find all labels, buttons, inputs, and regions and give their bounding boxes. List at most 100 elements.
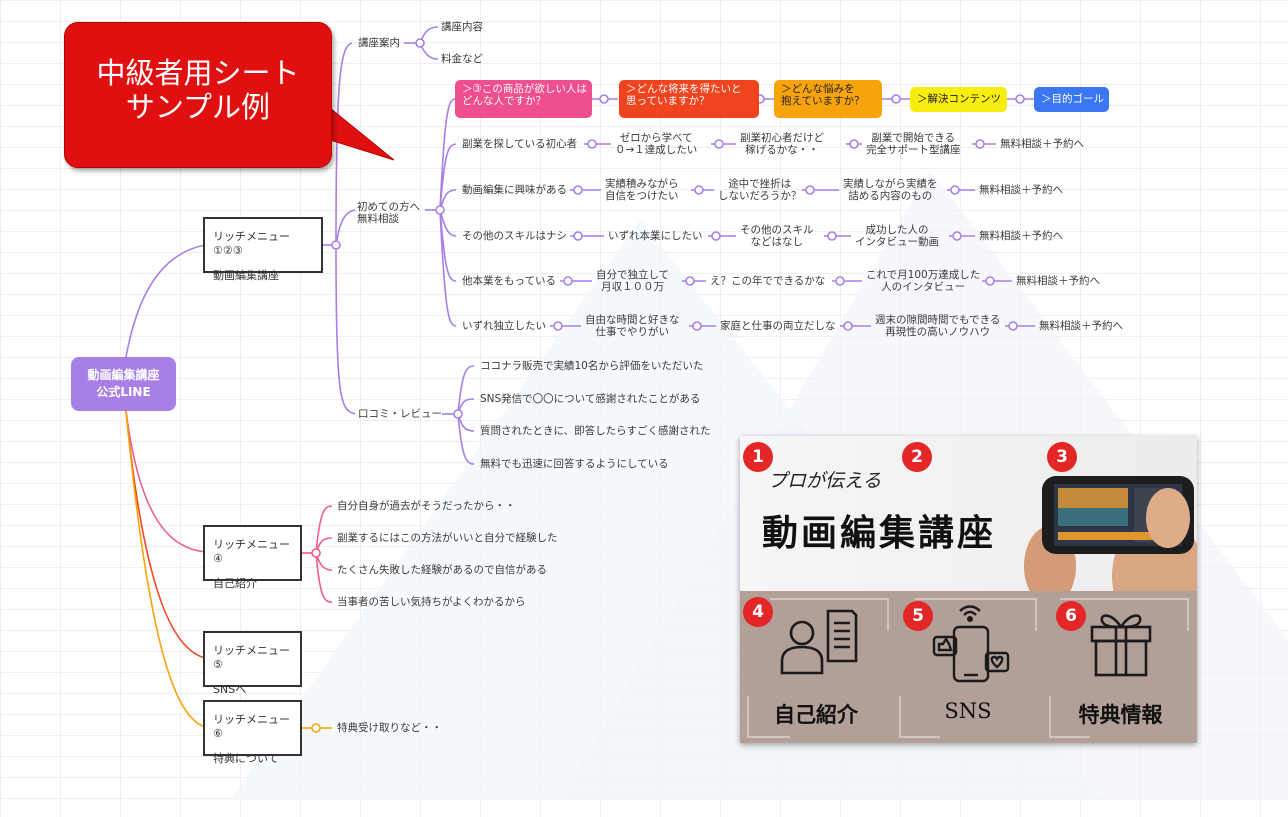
menu-sub: 自己紹介 [213,577,257,590]
row-connector-node [563,276,573,286]
row-2-cell-4[interactable]: 実績しながら実績を 詰める内容のもの [843,178,938,202]
banner-label: SNS [944,699,992,723]
row-1-cell-4[interactable]: 副業で開始できる 完全サポート型講座 [866,132,961,156]
phone-in-hands-icon [1024,476,1197,591]
callout-bubble: 中級者用シート サンプル例 [64,22,332,168]
row-2-cell-3[interactable]: 途中で挫折は しないだろうか？ [718,178,802,202]
review-item[interactable]: SNS発信で〇〇について感謝されたことがある [480,393,701,405]
row-connector-node [685,276,695,286]
row-connector-node [835,276,845,286]
person-document-icon [780,609,858,675]
row-2-cell-1[interactable]: 動画編集に興味がある [462,184,567,196]
row-connector-node [950,185,960,195]
smartphone-social-icon [932,605,1010,683]
course-info-node[interactable]: 講座案内 [358,37,400,49]
row-connector-node [975,139,985,149]
badge-number: 1 [743,442,773,472]
root-line1: 動画編集講座 [87,368,160,382]
header-pill-1[interactable]: ＞③この商品が欲しい人は どんな人ですか？ [455,80,592,118]
row-1-cell-1[interactable]: 副業を探している初心者 [462,138,578,150]
row-5-cell-4[interactable]: 週末の隙間時間でもできる 再現性の高いノウハウ [875,314,1001,338]
callout-line2: サンプル例 [125,90,271,124]
row-connector-node [827,231,837,241]
banner-top-area[interactable]: プロが伝える 動画編集講座 1 2 3 [740,436,1197,591]
banner-label: 特典情報 [1078,702,1163,727]
review-item[interactable]: ココナラ販売で実績10名から評価をいただいた [480,360,704,372]
banner-title: 動画編集講座 [762,512,997,554]
intro-item[interactable]: たくさん失敗した経験があるので自信がある [337,564,547,576]
menu-node-1[interactable]: リッチメニュー①②③ 動画編集講座 [203,217,323,282]
badge-number: 4 [743,597,773,627]
row-3-cell-5[interactable]: 無料相談＋予約へ [979,230,1063,242]
row-3-cell-2[interactable]: いずれ本業にしたい [608,230,703,242]
row-4-cell-3[interactable]: え？この年でできるかな [710,275,826,287]
first-time-node[interactable]: 初めての方へ 無料相談 [357,201,420,225]
menu-title: リッチメニュー①②③ [213,230,290,257]
menu-node-6[interactable]: リッチメニュー⑥ 特典について [203,700,302,765]
callout-line1: 中級者用シート [96,56,300,90]
row-3-cell-4[interactable]: 成功した人の インタビュー動画 [855,224,939,248]
row-4-cell-1[interactable]: 他本業をもっている [462,275,556,287]
root-node[interactable]: 動画編集講座 公式LINE [71,357,176,411]
row-1-cell-3[interactable]: 副業初心者だけど 稼げるかな・・ [740,132,824,156]
banner-bottom-area: 4 5 6 自己紹介 SNS [740,591,1197,743]
row-3-cell-3[interactable]: その他のスキル などはなし [740,224,814,248]
row-connector-node [711,231,721,241]
review-item[interactable]: 質問されたときに、即答したらすごく感謝された [480,425,711,437]
bonus-cell[interactable]: 特典情報 [1044,591,1197,743]
header-pill-5[interactable]: ＞目的ゴール [1034,87,1109,112]
sns-cell[interactable]: SNS [892,591,1044,743]
review-item[interactable]: 無料でも迅速に回答するようにしている [480,458,669,470]
row-2-cell-5[interactable]: 無料相談＋予約へ [979,184,1063,196]
header-pill-2[interactable]: ＞どんな将来を得たいと 思っていますか？ [619,80,759,118]
header-pill-3[interactable]: ＞どんな悩みを 抱えていますか？ [774,80,882,118]
row-connector-node [573,231,583,241]
row-4-cell-2[interactable]: 自分で独立して 月収１００万 [596,269,670,293]
rich-menu-banner[interactable]: プロが伝える 動画編集講座 1 2 3 4 5 6 [740,436,1197,743]
row-5-cell-3[interactable]: 家庭と仕事の両立だしな [720,320,836,332]
row-connector-node [1008,321,1018,331]
row-4-cell-4[interactable]: これで月100万達成した 人のインタビュー [866,269,981,293]
row-connector-node [952,231,962,241]
intro-item[interactable]: 副業するにはこの方法がいいと自分で経験した [337,532,558,544]
row-connector-node [805,185,815,195]
menu-title: リッチメニュー④ [213,538,290,565]
banner-catch: プロが伝える [768,470,882,492]
reviews-node[interactable]: 口コミ・レビュー [358,408,442,420]
badge-number: 2 [902,442,932,472]
row-connector-node [692,321,702,331]
row-2-cell-2[interactable]: 実績積みながら 自信をつけたい [605,178,679,202]
row-5-cell-5[interactable]: 無料相談＋予約へ [1039,320,1123,332]
menu-node-5[interactable]: リッチメニュー⑤ SNSへ [203,631,302,696]
row-connector-node [553,321,563,331]
row-connector-node [694,185,704,195]
self-intro-cell[interactable]: 自己紹介 [740,591,892,743]
menu-sub: SNSへ [213,683,247,696]
intro-item[interactable]: 自分自身が過去がそうだったから・・ [337,500,516,512]
banner-label: 自己紹介 [774,702,858,727]
bonus-item[interactable]: 特典受け取りなど・・ [337,722,442,734]
menu-title: リッチメニュー⑤ [213,644,290,671]
course-content-node[interactable]: 講座内容 [441,21,483,33]
row-connector-node [587,139,597,149]
row-connector-node [573,185,583,195]
menu-title: リッチメニュー⑥ [213,713,290,740]
row-5-cell-1[interactable]: いずれ独立したい [462,320,546,332]
price-node[interactable]: 料金など [441,53,483,65]
badge-number: 3 [1047,442,1077,472]
row-1-cell-2[interactable]: ゼロから学べて ０→１達成したい [615,132,698,156]
row-connector-node [849,139,859,149]
badge-number: 5 [903,601,933,631]
row-5-cell-2[interactable]: 自由な時間と好きな 仕事でやりがい [585,314,680,338]
menu-sub: 動画編集講座 [213,269,279,282]
row-connector-node [985,276,995,286]
intro-item[interactable]: 当事者の苦しい気持ちがよくわかるから [337,596,526,608]
row-4-cell-5[interactable]: 無料相談＋予約へ [1016,275,1100,287]
menu-sub: 特典について [213,752,279,765]
row-3-cell-1[interactable]: その他のスキルはナシ [462,230,567,242]
menu-node-4[interactable]: リッチメニュー④ 自己紹介 [203,525,302,590]
row-1-cell-5[interactable]: 無料相談＋予約へ [1000,138,1084,150]
row-connector-node [714,139,724,149]
header-pill-4[interactable]: ＞解決コンテンツ [910,87,1007,112]
